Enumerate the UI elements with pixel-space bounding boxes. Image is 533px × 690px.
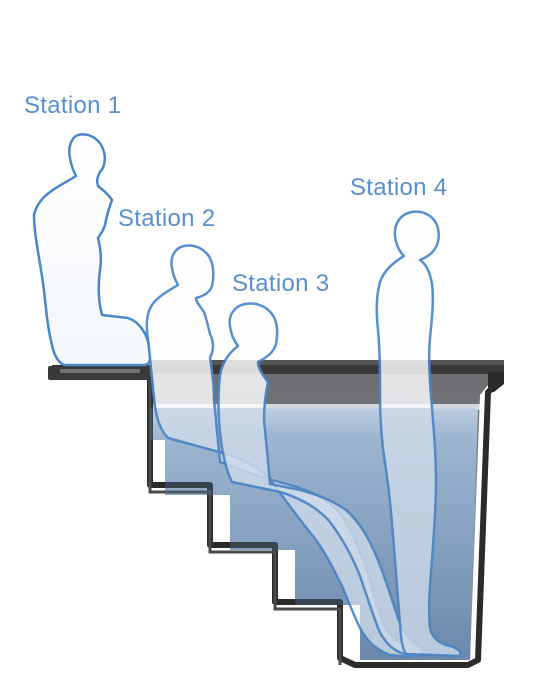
person-station-4 bbox=[375, 210, 462, 658]
station-2-label: Station 2 bbox=[118, 205, 216, 232]
station-1-label: Station 1 bbox=[24, 92, 122, 119]
water-tint-overlay bbox=[150, 408, 478, 660]
tub-shell-inner bbox=[148, 375, 342, 665]
tub-rim-right-top bbox=[150, 360, 504, 365]
water-surface bbox=[150, 404, 480, 410]
station-4-label: Station 4 bbox=[350, 174, 448, 201]
station-3-label: Station 3 bbox=[232, 270, 330, 297]
tub-rim-lip bbox=[488, 372, 504, 392]
person-station-1 bbox=[32, 133, 153, 367]
tub-rim-left-highlight bbox=[60, 369, 140, 373]
